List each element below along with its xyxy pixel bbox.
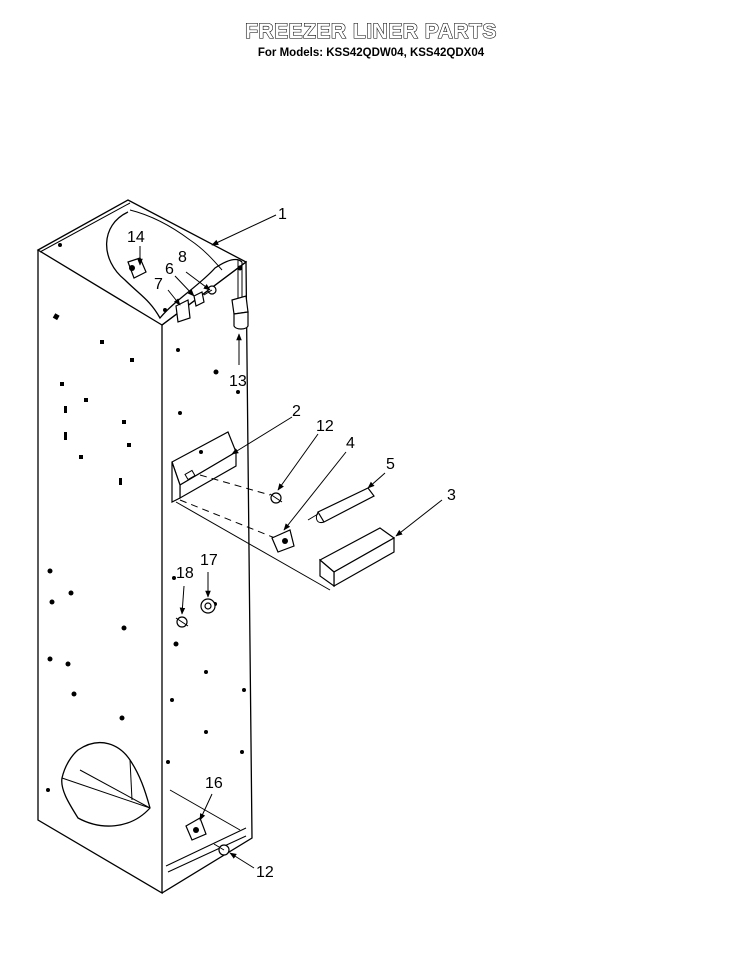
part-12-screw-lower: [213, 843, 230, 856]
leader-lines: [137, 214, 443, 869]
part-4-clip: [271, 529, 295, 553]
part-14-clip: [127, 257, 147, 279]
callout-16: 16: [205, 775, 223, 792]
callout-14: 14: [127, 229, 145, 246]
callout-2: 2: [292, 403, 301, 420]
callout-18: 18: [176, 565, 194, 582]
part-12-screw-upper: [269, 492, 283, 504]
callout-12-upper: 12: [316, 418, 334, 435]
callout-6: 6: [165, 261, 174, 278]
callout-17: 17: [200, 552, 218, 569]
page-title: FREEZER LINER PARTS: [245, 19, 497, 43]
callout-7: 7: [154, 276, 163, 293]
dashed-line-12: [199, 474, 271, 496]
callout-3: 3: [447, 487, 456, 504]
part-17-grommet: [200, 598, 216, 614]
callout-12-lower: 12: [256, 864, 274, 881]
part-16-clip: [185, 817, 207, 841]
callout-5: 5: [386, 456, 395, 473]
part-2-bracket: [171, 431, 237, 503]
models-subtitle: For Models: KSS42QDW04, KSS42QDX04: [257, 47, 485, 59]
part-18-screw: [175, 616, 189, 628]
callout-1: 1: [278, 206, 287, 223]
liner-box: [36, 199, 253, 895]
callout-13: 13: [229, 373, 247, 390]
part-5-sensor: [307, 487, 375, 523]
part-13-fitting: [231, 260, 249, 330]
dashed-line-4: [179, 499, 276, 539]
part-6-nut: [193, 291, 205, 307]
drain-opening: [61, 741, 151, 827]
callout-8: 8: [178, 249, 187, 266]
liner-holes: [46, 243, 246, 792]
part-3-channel: [318, 527, 396, 588]
callout-4: 4: [346, 435, 355, 452]
